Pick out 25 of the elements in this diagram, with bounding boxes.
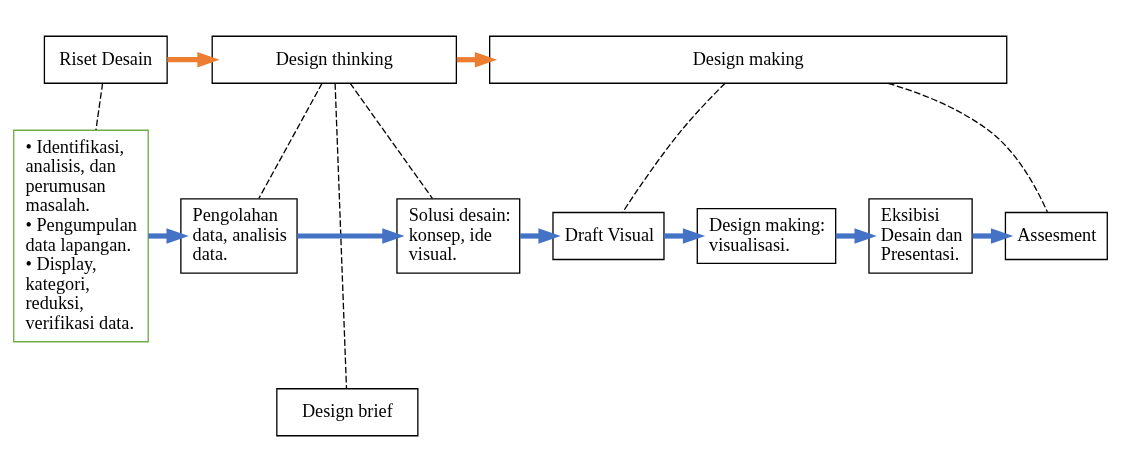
- arrow: [456, 51, 498, 67]
- node-box: Eksibisi Desain dan Presentasi.: [868, 197, 973, 274]
- arrow: [167, 51, 220, 67]
- connector: [334, 82, 348, 389]
- arrow: [664, 227, 706, 244]
- node-box: Design thinking: [211, 35, 458, 84]
- arrow: [972, 227, 1014, 244]
- node-box: Design making: [489, 35, 1008, 84]
- connector: [95, 82, 104, 131]
- arrow: [835, 227, 877, 244]
- connector: [349, 82, 434, 199]
- node-box: Design brief: [276, 387, 419, 436]
- node-box: Riset Desain: [43, 35, 168, 84]
- node-box: Design making: visualisasi.: [696, 207, 837, 264]
- connector: [258, 82, 323, 199]
- node-box: Assesment: [1004, 211, 1108, 260]
- node-box: Pengolahan data, analisis data.: [180, 197, 298, 274]
- arrow: [519, 227, 561, 244]
- node-box: Solusi desain: konsep, ide visual.: [396, 197, 521, 274]
- node-box: • Identifikasi, analisis, dan perumusan masalah. • Pengumpulan data lapangan. • Display, kategori, reduksi, verifikasi data.: [13, 129, 149, 342]
- arrow: [148, 227, 189, 244]
- connector: [887, 82, 1049, 213]
- connector: [622, 82, 726, 213]
- node-box: Draft Visual: [552, 211, 665, 260]
- arrow: [297, 227, 405, 244]
